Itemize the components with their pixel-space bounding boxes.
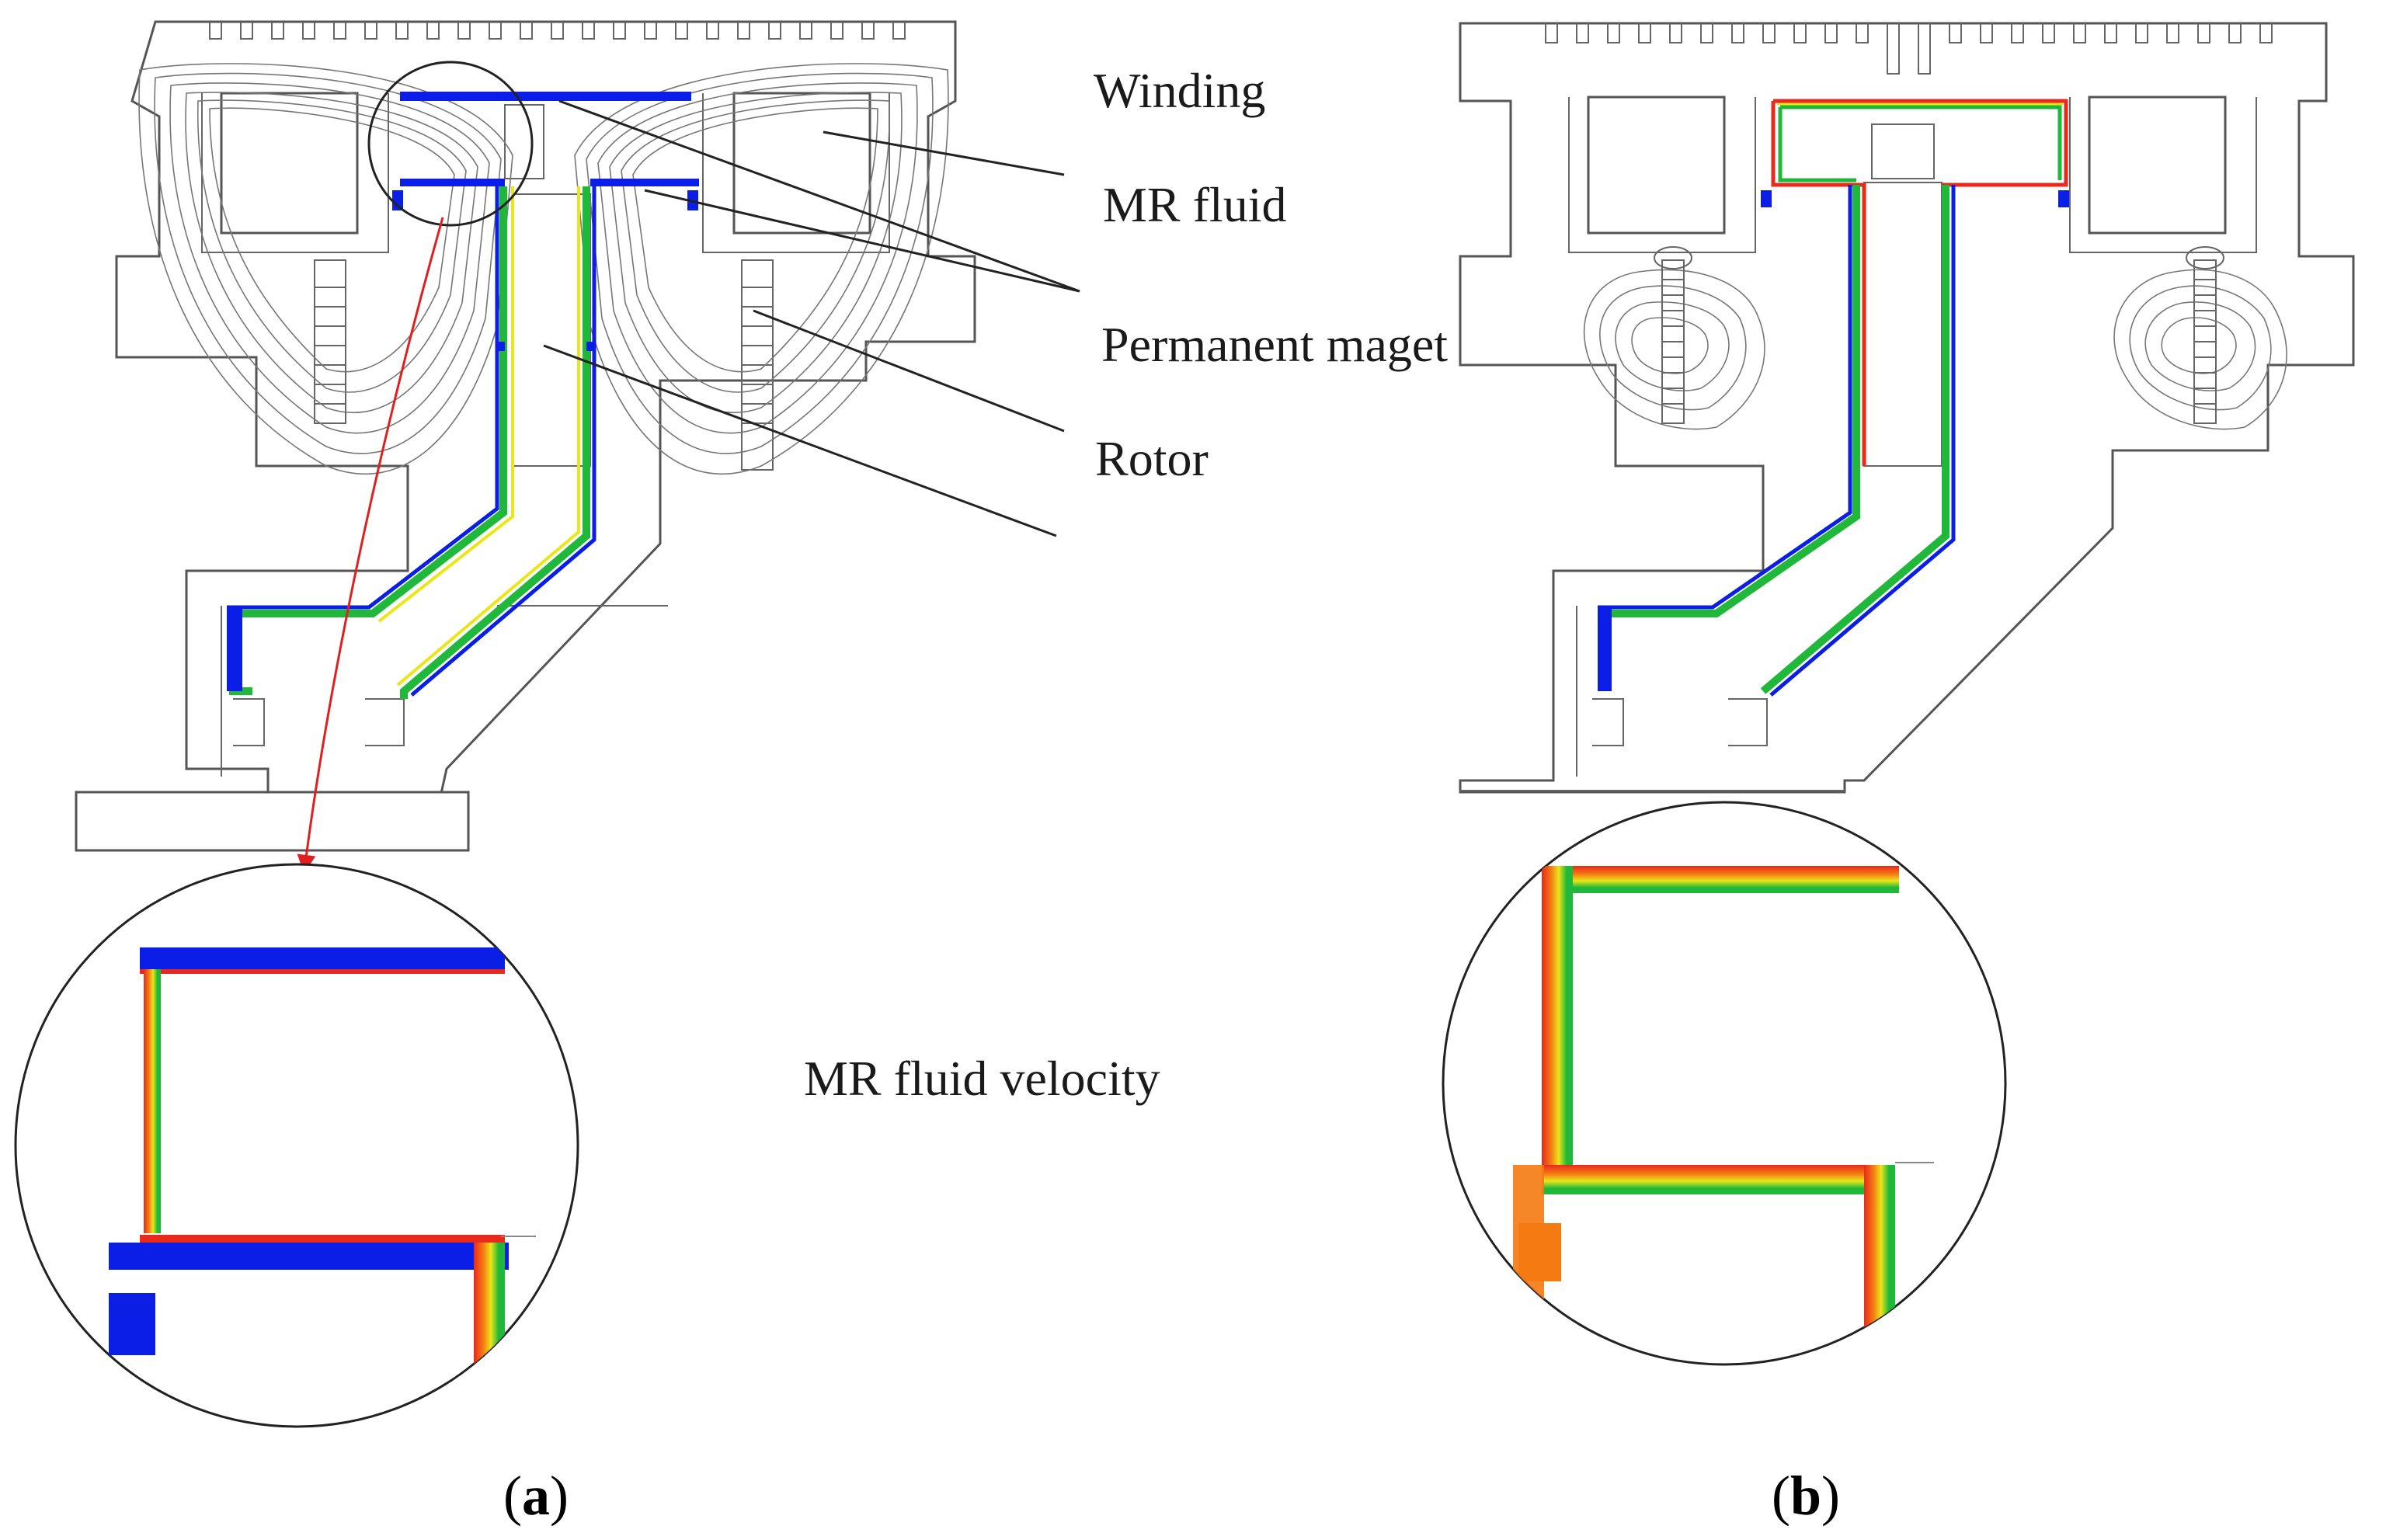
mr-fluid-gap-b xyxy=(1598,99,2069,697)
leader-permanent-magnet xyxy=(753,309,1065,433)
housing-b xyxy=(1459,22,2355,794)
leader-winding xyxy=(823,130,1065,176)
winding-coil-left-a xyxy=(220,92,359,235)
detail-callout-circle-a xyxy=(367,61,534,227)
label-winding: Winding xyxy=(1094,63,1265,118)
bolt-stack-right-a xyxy=(741,259,774,471)
leader-mr-fluid-upper xyxy=(558,99,1080,293)
label-mr-fluid: MR fluid xyxy=(1103,177,1286,232)
winding-coil-right-b xyxy=(2088,96,2227,235)
magnet-field-right-b xyxy=(2113,246,2287,430)
label-mr-fluid-velocity: MR fluid velocity xyxy=(804,1051,1160,1106)
winding-coil-left-b xyxy=(1587,96,1726,235)
housing-a xyxy=(75,20,976,852)
detail-pointer-arrow-a xyxy=(297,217,444,874)
panel-b xyxy=(1442,22,2355,1366)
leader-lines xyxy=(543,99,1080,537)
leader-rotor xyxy=(543,344,1057,537)
caption-a: (a) xyxy=(503,1465,569,1527)
panel-a xyxy=(14,20,976,1428)
winding-coil-right-a xyxy=(732,92,871,235)
velocity-detail-b xyxy=(1442,801,2007,1366)
label-permanent-magnet: Permanent maget xyxy=(1101,317,1448,372)
magnet-marker-right-a xyxy=(586,342,594,351)
flux-lines-right-a xyxy=(574,63,949,475)
velocity-detail-a xyxy=(14,863,579,1428)
magnet-field-left-b xyxy=(1583,246,1765,430)
magnet-marker-left-a xyxy=(497,342,505,351)
label-rotor: Rotor xyxy=(1095,431,1209,486)
leader-mr-fluid-lower xyxy=(644,189,1080,293)
bolt-stack-left-a xyxy=(314,259,346,424)
base-plate-a xyxy=(75,791,470,852)
caption-b: (b) xyxy=(1772,1465,1840,1527)
flux-lines-left-a xyxy=(138,63,513,475)
